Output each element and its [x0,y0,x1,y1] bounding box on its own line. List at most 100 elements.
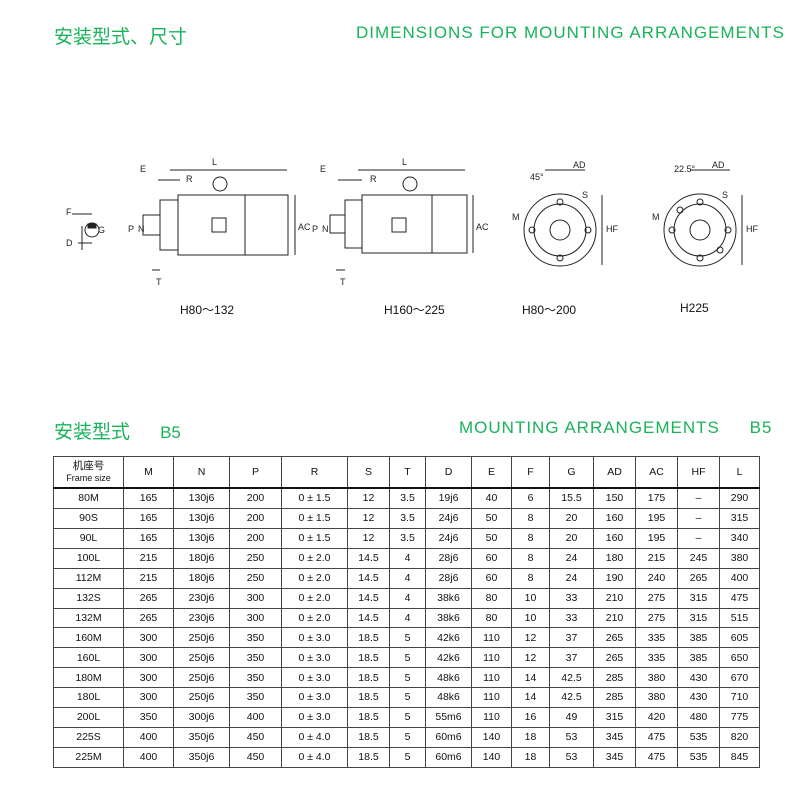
table-cell: 130j6 [173,527,230,549]
table-cell: 275 [635,607,678,629]
table-cell: – [677,527,720,549]
table-cell: 53 [549,727,594,748]
header-m: M [123,456,174,489]
table-cell: 50 [471,507,512,529]
table-cell: 33 [549,607,594,629]
table-cell: 20 [549,527,594,549]
svg-text:S: S [722,190,728,200]
frame-size-cell: 180M [53,667,124,689]
table-cell: 4 [389,567,426,589]
table-cell: 5 [389,647,426,669]
table-cell: 195 [635,507,678,529]
svg-text:N: N [138,224,145,234]
table-cell: 20 [549,507,594,529]
table-cell: 350 [229,687,282,709]
table-cell: 250j6 [173,627,230,649]
table-cell: 345 [593,727,636,748]
table-cell: 250 [229,567,282,589]
header-r: R [281,456,348,489]
table-cell: 160 [593,507,636,529]
svg-text:M: M [652,212,660,222]
svg-text:22.5°: 22.5° [674,164,696,174]
table-cell: 215 [123,567,174,589]
table-cell: 315 [593,707,636,729]
table-cell: 3.5 [389,527,426,549]
table-cell: 200 [229,487,282,509]
table-cell: 24j6 [425,507,472,529]
table-cell: 18.5 [347,727,390,748]
table-cell: 14 [511,667,550,689]
table-cell: 28j6 [425,567,472,589]
svg-text:E: E [140,164,146,174]
table-cell: 14.5 [347,587,390,609]
frame-size-cell: 112M [53,567,124,589]
header-f: F [511,456,550,489]
table-cell: 250j6 [173,667,230,689]
table-cell: 12 [347,507,390,529]
svg-text:HF: HF [606,224,618,234]
table-cell: 180j6 [173,567,230,589]
table-cell: 340 [719,527,760,549]
table-cell: 335 [635,627,678,649]
table-cell: 40 [471,487,512,509]
table-cell: 55m6 [425,707,472,729]
table-cell: 14.5 [347,607,390,629]
table-cell: 0 ± 2.0 [281,547,348,569]
table-cell: 315 [719,507,760,529]
table-cell: 10 [511,607,550,629]
table-cell: 38k6 [425,607,472,629]
table-cell: 265 [123,587,174,609]
table-cell: 18.5 [347,746,390,769]
label-l: L [212,157,217,167]
table-cell: 0 ± 3.0 [281,627,348,649]
frame-size-cell: 90L [53,527,124,549]
table-cell: 18.5 [347,687,390,709]
table-cell: 48k6 [425,667,472,689]
table-cell: 49 [549,707,594,729]
table-cell: 18.5 [347,667,390,689]
flange-drawing-h225: AD 22.5° S M HF [652,160,758,267]
table-cell: 0 ± 4.0 [281,746,348,769]
table-cell: 15.5 [549,487,594,509]
table-cell: 110 [471,687,512,709]
table-cell: 8 [511,547,550,569]
table-cell: 12 [347,527,390,549]
label-d: D [66,238,73,248]
label-g: G [98,225,105,235]
table-cell: 380 [635,667,678,689]
table-cell: 8 [511,567,550,589]
table-cell: 350 [229,667,282,689]
caption-h80-200: H80～200 [522,303,577,317]
title-cn: 安装型式、尺寸 [54,26,188,48]
svg-text:P: P [312,224,318,234]
table-cell: 37 [549,627,594,649]
table-cell: 430 [677,667,720,689]
table-cell: 215 [635,547,678,569]
table-cell: 18 [511,746,550,769]
mounting-drawings: F G D L E R AC P N T L E R AC [66,157,758,287]
shaft-key-detail: F G D [66,207,105,250]
table-cell: 18 [511,727,550,748]
label-f: F [66,207,72,217]
table-cell: 130j6 [173,487,230,509]
table-cell: 160 [593,527,636,549]
table-cell: 60 [471,567,512,589]
table-cell: 265 [123,607,174,629]
table-cell: 24 [549,567,594,589]
table-cell: 0 ± 4.0 [281,727,348,748]
table-cell: 16 [511,707,550,729]
table-cell: 165 [123,487,174,509]
table-cell: 5 [389,627,426,649]
table-cell: 290 [719,487,760,509]
table-cell: 0 ± 2.0 [281,607,348,629]
header-e: E [471,456,512,489]
table-cell: 12 [347,487,390,509]
table-cell: 300 [123,647,174,669]
section-title-en: MOUNTING ARRANGEMENTS B5 [459,418,773,437]
table-cell: 400 [123,727,174,748]
table-cell: 605 [719,627,760,649]
